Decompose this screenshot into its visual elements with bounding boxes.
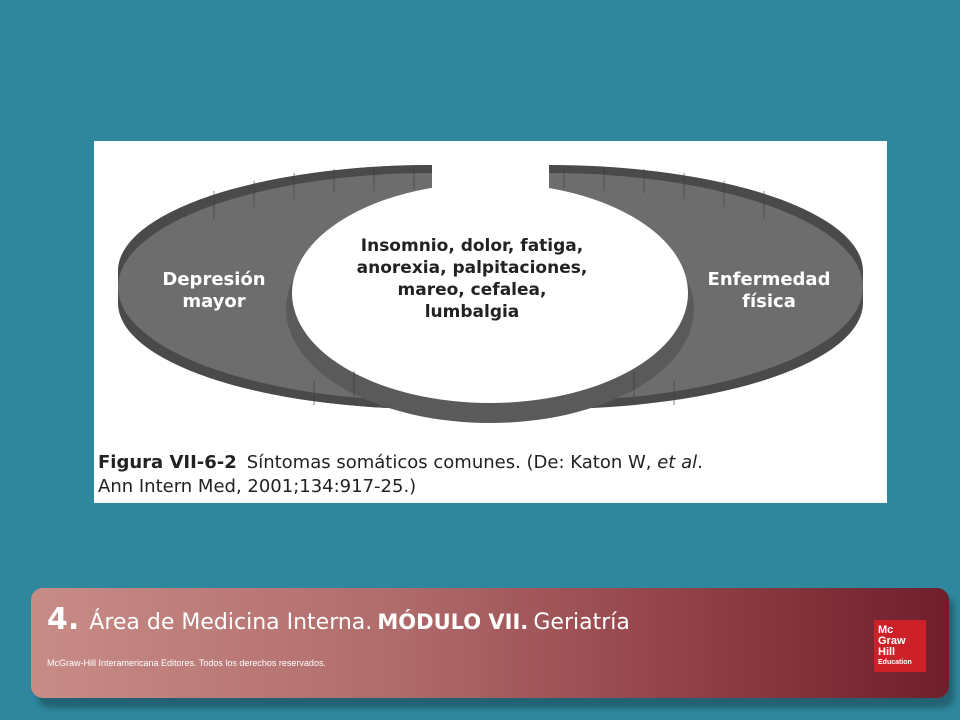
caption-citation: Ann Intern Med, 2001;134:917-25.) [98,476,417,497]
symptom-line: Insomnio, dolor, fatiga, [360,236,584,256]
mcgraw-hill-logo: Mc Graw Hill Education [874,620,926,672]
caption-period: . [697,452,703,473]
venn-crescents [118,165,863,423]
left-label-line: Depresión [162,269,266,290]
figure-panel: Depresión mayor Enfermedad física Insomn… [94,141,887,503]
symptom-line: lumbalgia [424,302,520,322]
area-name: Área de Medicina Interna. [89,610,373,635]
caption-italic: et al [657,452,698,473]
copyright-notice: McGraw-Hill Interamericana Editores. Tod… [47,658,326,668]
symptom-line: anorexia, palpitaciones, [356,258,588,278]
subject-name: Geriatría [533,610,630,635]
left-label-line: mayor [182,291,246,312]
rim-ridges [213,167,765,405]
footer-bar: 4.Área de Medicina Interna. MÓDULO VII. … [31,588,949,698]
right-label-line: Enfermedad [707,269,831,290]
symptom-line: mareo, cefalea, [397,280,547,300]
left-circle-label: Depresión mayor [144,269,284,313]
overlap-symptoms-text: Insomnio, dolor, fatiga, anorexia, palpi… [322,235,622,323]
figure-caption: Figura VII-6-2 Síntomas somáticos comunes… [98,451,883,499]
right-label-line: física [742,291,796,312]
caption-text: Síntomas somáticos comunes. (De: Katon W… [246,452,658,473]
footer-title: 4.Área de Medicina Interna. MÓDULO VII. … [47,602,630,637]
center-overlap [292,183,688,403]
figure-number: Figura VII-6-2 [98,452,237,473]
right-circle-label: Enfermedad física [694,269,844,313]
module-name: MÓDULO VII. [377,610,529,634]
module-number: 4. [47,602,80,637]
